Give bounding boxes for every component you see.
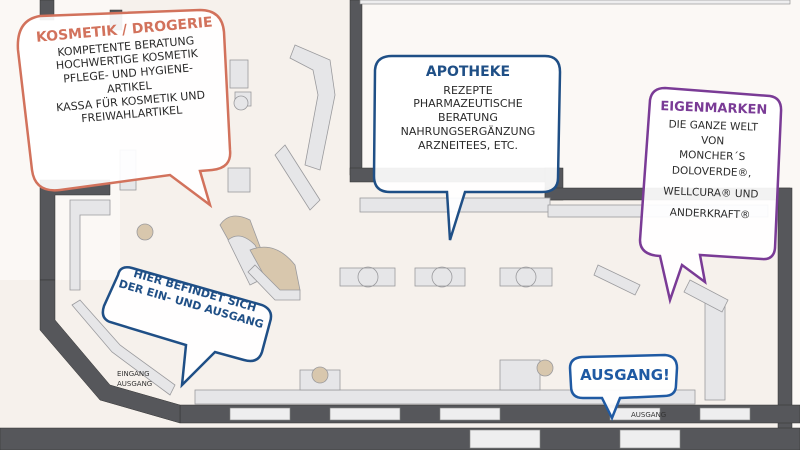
eingang-bubble — [101, 266, 273, 389]
apotheke-line: BERATUNG — [438, 111, 498, 124]
apotheke-line: ARZNEITEES, ETC. — [418, 138, 518, 152]
apotheke-line: NAHRUNGSERGÄNZUNG — [400, 124, 536, 138]
ausgang-right-floor-label: AUSGANG — [631, 411, 666, 419]
kosmetik-bubble — [16, 8, 232, 209]
wall-windows — [229, 0, 791, 449]
apotheke-bubble — [372, 54, 562, 241]
kosmetik-text: KOSMETIK / DROGERIE KOMPETENTE BERATUNG … — [24, 13, 232, 130]
eigenmarken-line: DOLOVERDE®, — [671, 164, 752, 179]
ausgang-title: AUSGANG! — [580, 366, 670, 384]
apotheke-line: PHARMAZEUTISCHE — [413, 97, 523, 111]
island-displays — [339, 264, 641, 296]
ausgang-text: AUSGANG! — [573, 366, 677, 385]
ausgang-bubble — [568, 353, 679, 422]
apotheke-line: REZEPTE — [443, 83, 493, 97]
eingang-floor-label: EINGANG — [117, 370, 150, 378]
ausgang-floor-label: AUSGANG — [117, 380, 152, 388]
cosmetics-display — [219, 215, 301, 301]
eigenmarken-line: WELLCURA® UND — [663, 185, 759, 201]
apotheke-text: APOTHEKE REZEPTE PHARMAZEUTISCHE BERATUN… — [380, 64, 556, 152]
eigenmarken-bubble — [638, 86, 783, 305]
stools — [136, 95, 554, 384]
eigenmarken-text: EIGENMARKEN DIE GANZE WELT VON MONCHER´S… — [646, 98, 778, 225]
apotheke-title: APOTHEKE — [425, 64, 511, 80]
